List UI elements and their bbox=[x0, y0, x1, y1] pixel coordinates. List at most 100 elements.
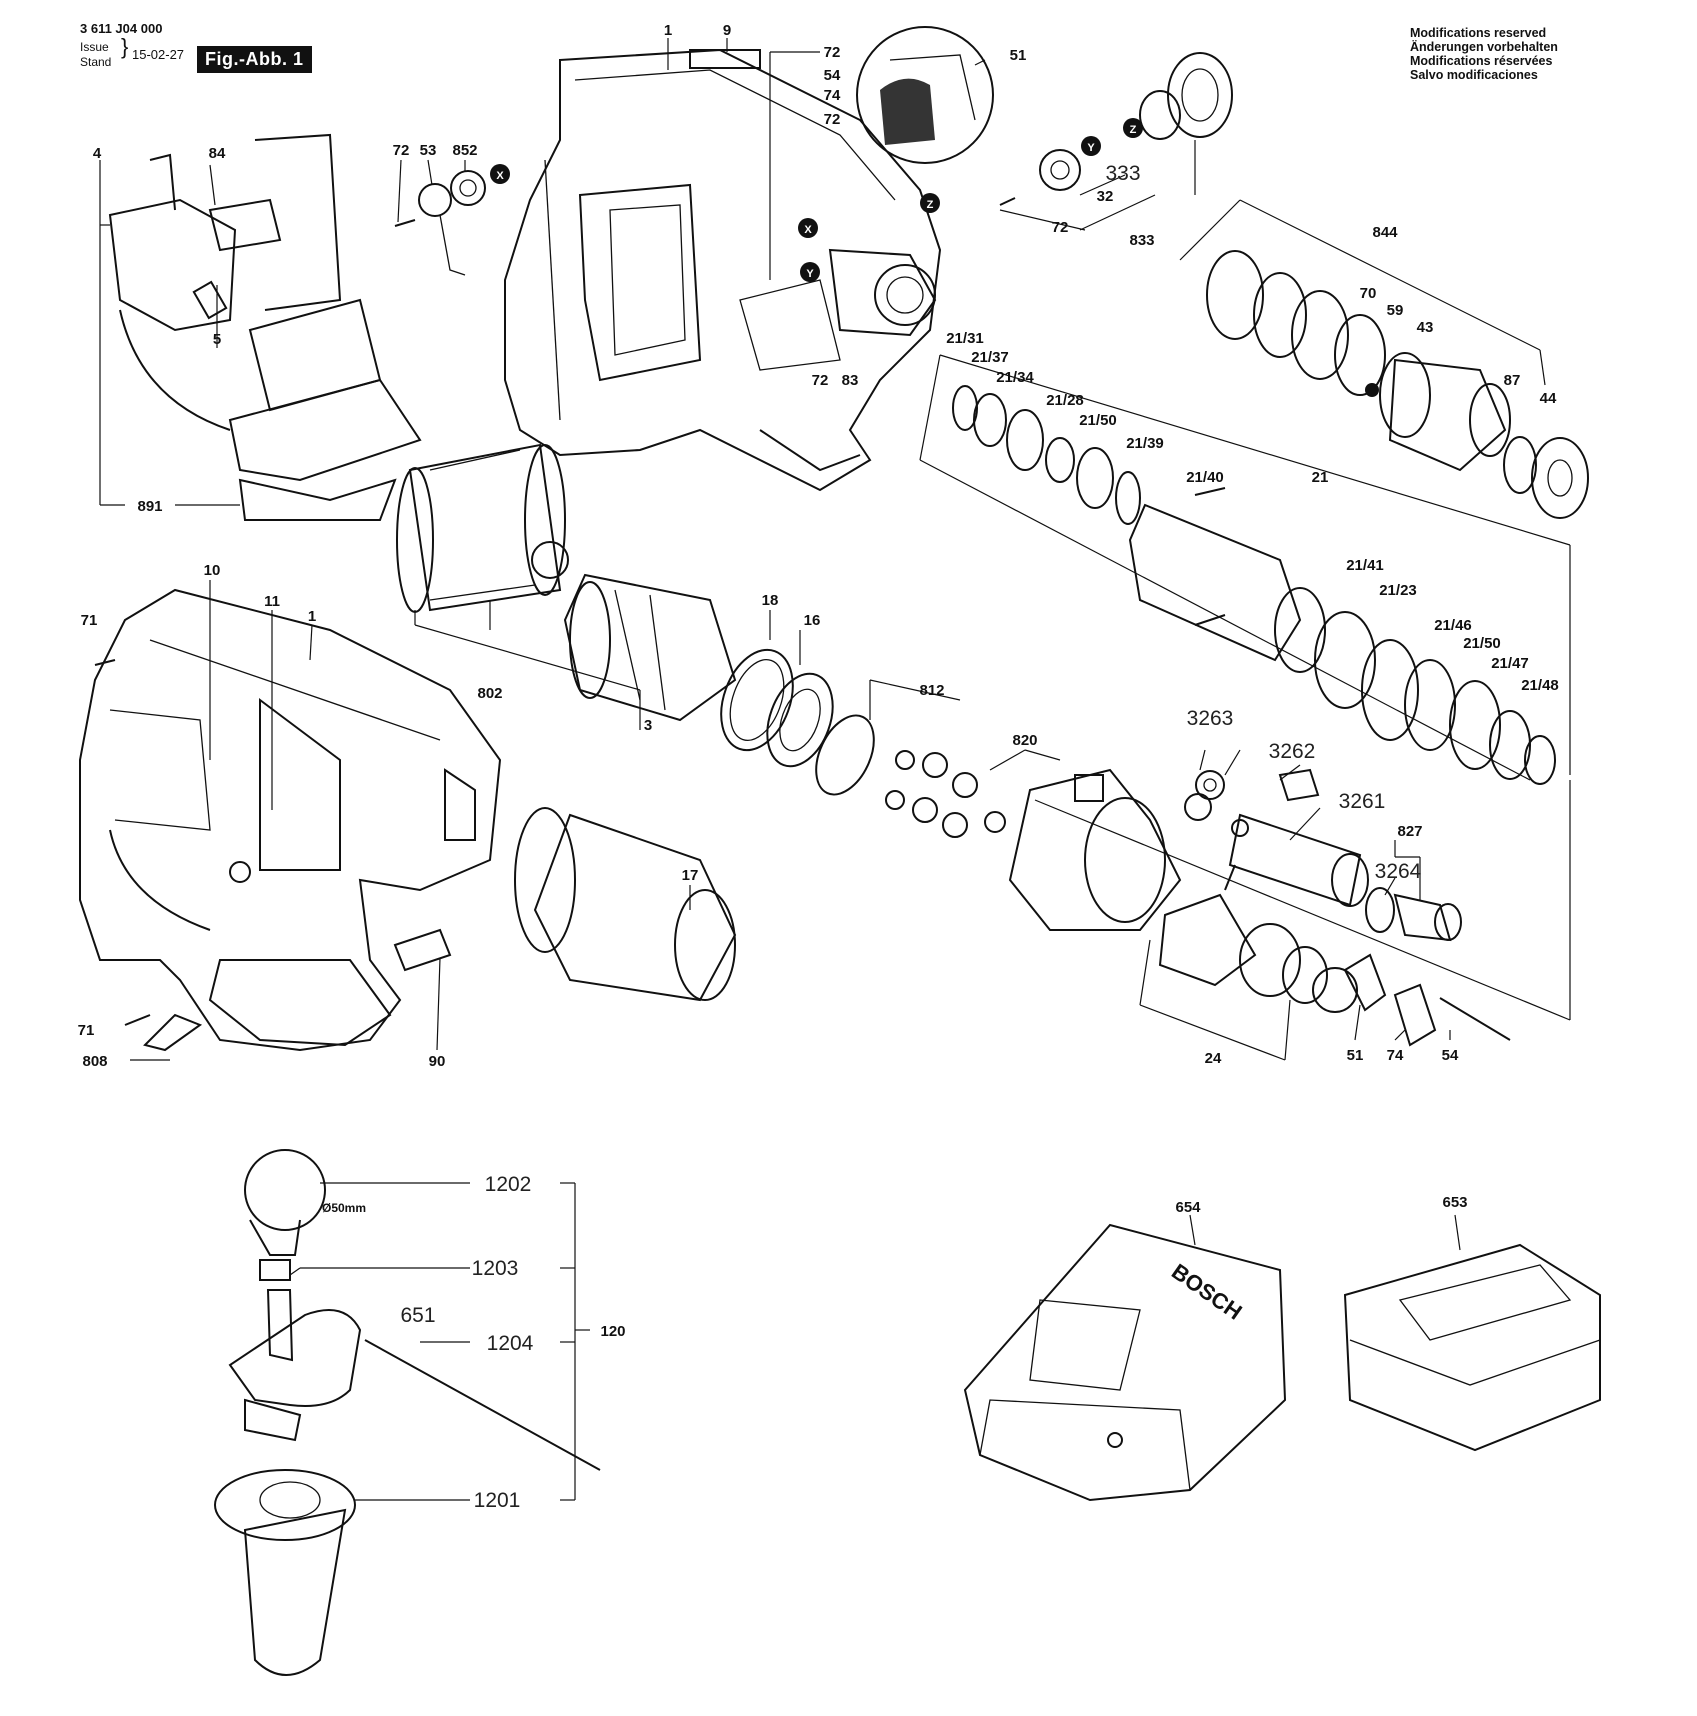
callout-651: 651 bbox=[400, 1304, 435, 1327]
callout-16: 16 bbox=[804, 612, 821, 629]
callout-827: 827 bbox=[1397, 823, 1422, 840]
callout-54: 54 bbox=[1442, 1047, 1459, 1064]
callout-11: 11 bbox=[264, 593, 280, 610]
piston-assembly bbox=[1184, 768, 1369, 907]
callout-1201: 1201 bbox=[474, 1489, 521, 1512]
callout-70: 70 bbox=[1360, 285, 1377, 302]
marker-z2-text: Z bbox=[927, 199, 934, 211]
callout-21-50: 21/50 bbox=[1463, 635, 1501, 652]
callout-833: 833 bbox=[1129, 232, 1154, 249]
stand-label: Stand bbox=[80, 55, 112, 69]
callout-3264: 3264 bbox=[1375, 860, 1422, 883]
callout-diameter: Ø50mm bbox=[322, 1201, 366, 1215]
callout-1204: 1204 bbox=[487, 1332, 534, 1355]
callout-labels: 1 9 72 51 54 74 72 72 53 852 4 84 5 891 … bbox=[78, 22, 1559, 1512]
callout-120: 120 bbox=[600, 1323, 625, 1340]
switch-electronics-assembly bbox=[108, 133, 422, 521]
callout-891: 891 bbox=[137, 498, 162, 515]
callout-9: 9 bbox=[723, 22, 731, 39]
callout-21-37: 21/37 bbox=[971, 349, 1009, 366]
callout-53: 53 bbox=[420, 142, 437, 159]
callout-24: 24 bbox=[1205, 1050, 1222, 1067]
hammer-tube-assembly bbox=[952, 385, 1556, 785]
motor-cover bbox=[514, 807, 737, 1002]
callout-3261: 3261 bbox=[1339, 790, 1386, 813]
marker-z2-icon bbox=[920, 193, 940, 213]
issue-brace: } bbox=[121, 34, 129, 59]
callout-10: 10 bbox=[204, 562, 221, 579]
marker-y-text: Y bbox=[1087, 142, 1095, 154]
figure-badge: Fig.-Abb. 1 bbox=[197, 46, 312, 73]
callout-1: 1 bbox=[308, 608, 316, 625]
drive-shaft-gear bbox=[1158, 864, 1358, 1013]
housing-half bbox=[504, 48, 942, 492]
callout-654: 654 bbox=[1175, 1199, 1201, 1216]
callout-1203: 1203 bbox=[472, 1257, 519, 1280]
callout-54: 54 bbox=[824, 67, 841, 84]
document-number: 3 611 J04 000 bbox=[80, 21, 163, 36]
callout-21-46: 21/46 bbox=[1434, 617, 1472, 634]
callout-21-40: 21/40 bbox=[1186, 469, 1224, 486]
marker-circles: X X Y Z Y Z bbox=[490, 118, 1143, 282]
callout-71: 71 bbox=[81, 612, 98, 629]
modifications-line: Modifications reserved bbox=[1410, 26, 1547, 40]
brand-logo-text: BOSCH bbox=[1167, 1259, 1246, 1325]
callout-18: 18 bbox=[762, 592, 779, 609]
marker-z-icon bbox=[1123, 118, 1143, 138]
leader-lines bbox=[99, 38, 1571, 1501]
planetary-gears bbox=[815, 714, 978, 838]
modifications-line: Modifications réservées bbox=[1410, 54, 1553, 68]
callout-5: 5 bbox=[213, 331, 221, 348]
marker-y2-text: Y bbox=[806, 268, 814, 280]
intermediate-housing bbox=[984, 768, 1182, 931]
callout-90: 90 bbox=[429, 1053, 446, 1070]
brush-holder-part bbox=[393, 928, 452, 972]
callout-1-top: 1 bbox=[664, 22, 672, 39]
callout-812: 812 bbox=[919, 682, 944, 699]
callout-17: 17 bbox=[682, 867, 699, 884]
callout-51: 51 bbox=[1010, 47, 1027, 64]
marker-x-text: X bbox=[496, 170, 504, 182]
callout-74: 74 bbox=[824, 87, 841, 104]
callout-808: 808 bbox=[82, 1053, 107, 1070]
callout-3263: 3263 bbox=[1187, 707, 1234, 730]
collar-parts bbox=[999, 52, 1233, 206]
battery-charger bbox=[963, 1223, 1287, 1502]
marker-z-text: Z bbox=[1130, 124, 1137, 136]
callout-72: 72 bbox=[824, 44, 841, 61]
auxiliary-handle-group bbox=[214, 1149, 601, 1676]
issue-date: 15-02-27 bbox=[132, 47, 185, 62]
callout-1202: 1202 bbox=[485, 1173, 532, 1196]
ring-seals bbox=[720, 648, 834, 768]
callout-3262: 3262 bbox=[1269, 740, 1316, 763]
callout-74: 74 bbox=[1387, 1047, 1404, 1064]
callout-21-50: 21/50 bbox=[1079, 412, 1117, 429]
locking-parts bbox=[1343, 953, 1511, 1047]
callout-83: 83 bbox=[842, 372, 859, 389]
callout-21-23: 21/23 bbox=[1379, 582, 1417, 599]
callout-333: 333 bbox=[1105, 162, 1140, 185]
marker-y-icon bbox=[1081, 136, 1101, 156]
callout-820: 820 bbox=[1012, 732, 1037, 749]
marker-x2-text: X bbox=[804, 224, 812, 236]
tool-holder-group bbox=[1206, 250, 1589, 519]
callout-802: 802 bbox=[477, 685, 502, 702]
switch-holder-parts bbox=[394, 170, 486, 276]
callout-844: 844 bbox=[1372, 224, 1398, 241]
motor-assembly bbox=[396, 443, 569, 613]
gear-housing bbox=[563, 573, 737, 722]
callout-43: 43 bbox=[1417, 319, 1434, 336]
issue-label: Issue bbox=[80, 40, 109, 54]
modifications-notice: Modifications reserved Änderungen vorbeh… bbox=[1410, 26, 1558, 82]
callout-84: 84 bbox=[209, 145, 226, 162]
callout-653: 653 bbox=[1442, 1194, 1467, 1211]
assembled-drill-view bbox=[79, 588, 502, 1052]
callout-72: 72 bbox=[1052, 219, 1069, 236]
callout-21-31: 21/31 bbox=[946, 330, 984, 347]
label-plate bbox=[689, 49, 761, 69]
callout-44: 44 bbox=[1540, 390, 1557, 407]
callout-21-48: 21/48 bbox=[1521, 677, 1559, 694]
callout-72: 72 bbox=[812, 372, 829, 389]
callout-71: 71 bbox=[78, 1022, 95, 1039]
